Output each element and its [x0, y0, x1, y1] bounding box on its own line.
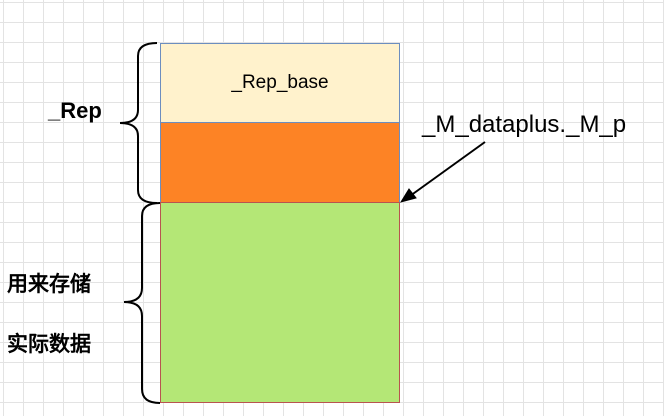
storage-label-line2: 实际数据 — [7, 332, 91, 356]
rep-base-label: _Rep_base — [231, 72, 329, 93]
pointer-arrow-line — [409, 141, 486, 197]
storage-label-line1: 用来存储 — [7, 272, 91, 296]
data-storage-block — [160, 202, 400, 403]
pointer-label: _M_dataplus._M_p — [422, 111, 627, 138]
rep-extra-block — [160, 123, 400, 203]
storage-brace — [123, 202, 161, 404]
rep-base-block: _Rep_base — [160, 43, 400, 123]
rep-label: _Rep — [48, 98, 102, 123]
rep-brace — [119, 42, 158, 204]
pointer-arrowhead — [399, 188, 417, 203]
